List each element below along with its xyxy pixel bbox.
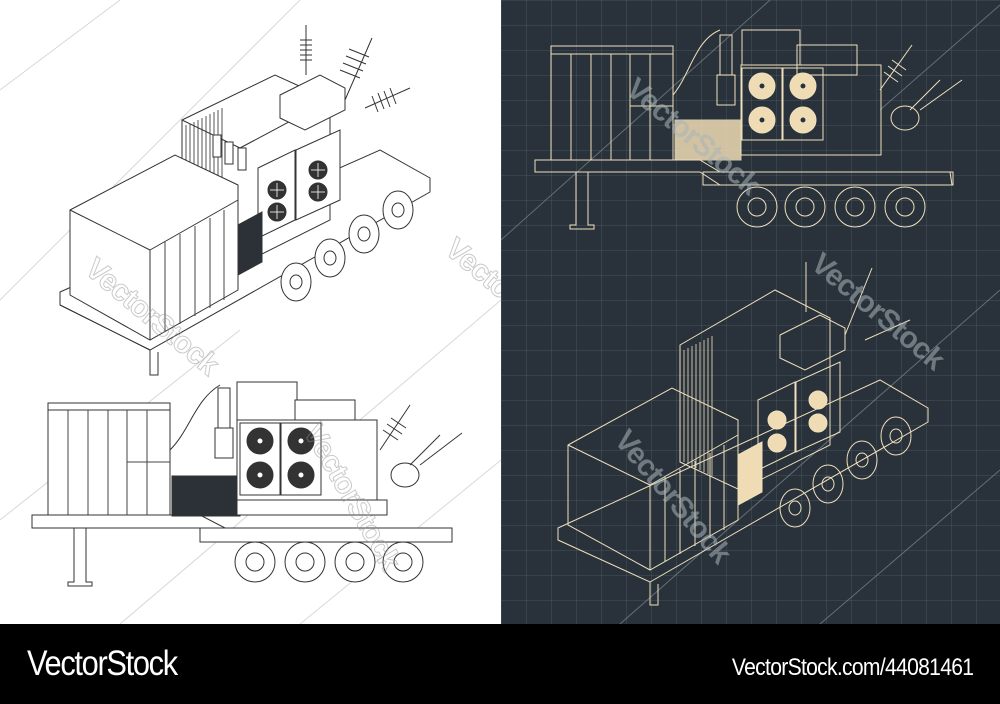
footer-bar: VectorStock VectorStock.com/44081461 xyxy=(0,624,1000,704)
isometric-trailer-light xyxy=(59,25,431,376)
light-blueprint-panel: VectorStock VectorStock VectorStock xyxy=(0,0,501,624)
side-view-trailer-dark xyxy=(534,29,963,230)
side-view-trailer-light xyxy=(31,381,463,587)
image-url-text: VectorStock.com/44081461 xyxy=(731,654,974,681)
dark-blueprint-panel: VectorStock VectorStock VectorStock xyxy=(501,0,1000,624)
light-drawings xyxy=(0,0,501,624)
dark-drawings xyxy=(501,0,1000,624)
isometric-trailer-dark xyxy=(557,262,929,606)
brand-logo-text: VectorStock xyxy=(27,644,178,683)
